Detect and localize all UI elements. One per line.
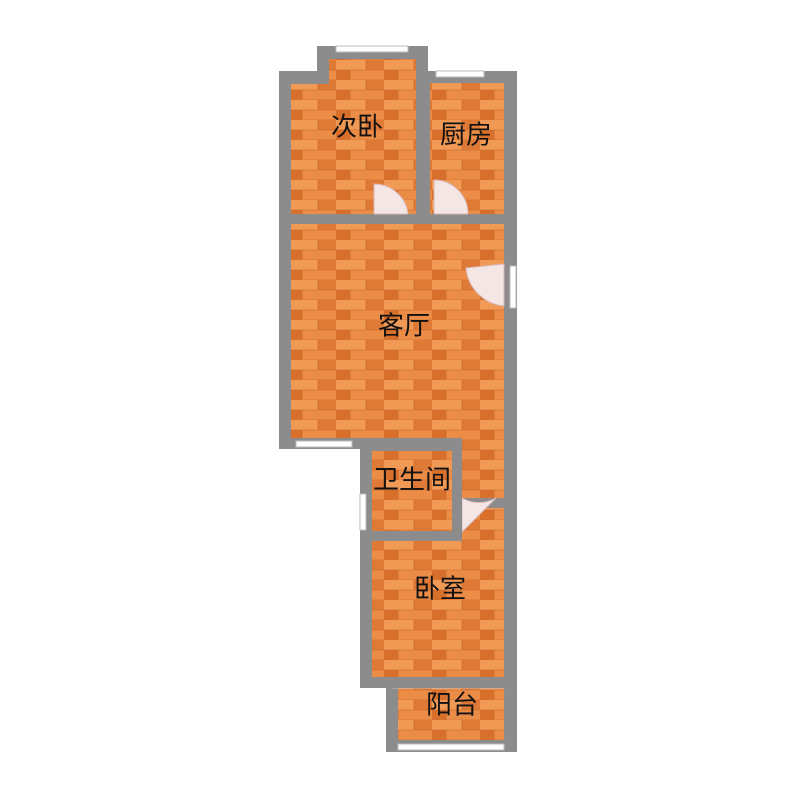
label-bedroom: 卧室 bbox=[414, 575, 466, 605]
floor-living-room bbox=[291, 224, 504, 438]
label-second-bedroom: 次卧 bbox=[331, 113, 383, 143]
floor-balcony bbox=[398, 688, 504, 740]
floors bbox=[291, 59, 504, 740]
label-living-room: 客厅 bbox=[378, 312, 430, 342]
window-bathroom bbox=[359, 493, 367, 531]
wall-bedroom-bottom bbox=[360, 677, 517, 688]
floor-second-bedroom bbox=[329, 59, 416, 84]
doors bbox=[373, 179, 505, 534]
window-second-bedroom bbox=[335, 45, 409, 53]
wall-bedroom-kitchen bbox=[416, 71, 430, 214]
floor-living-corridor bbox=[458, 438, 504, 498]
door-bedroom bbox=[461, 497, 497, 534]
label-bathroom: 卫生间 bbox=[373, 466, 451, 496]
label-balcony: 阳台 bbox=[426, 691, 478, 721]
wall-bath-top bbox=[360, 438, 458, 451]
interior-walls bbox=[279, 71, 517, 688]
door-living-right bbox=[465, 263, 505, 307]
wall-bath-right bbox=[452, 438, 462, 541]
wall-bath-bottom bbox=[360, 531, 462, 541]
floor-bedroom bbox=[372, 541, 504, 677]
window-living-right bbox=[509, 265, 517, 309]
window-balcony bbox=[397, 743, 505, 751]
door-kitchen bbox=[433, 179, 469, 215]
label-kitchen: 厨房 bbox=[440, 121, 492, 151]
wall-top-living-right bbox=[468, 214, 517, 224]
door-second-bedroom bbox=[373, 183, 409, 215]
wall-top-living bbox=[279, 214, 374, 224]
window-living-room bbox=[295, 440, 353, 448]
window-kitchen bbox=[435, 70, 485, 78]
wall-top-living-mid bbox=[408, 214, 434, 224]
floor-bathroom bbox=[372, 451, 452, 531]
room-labels: 次卧 厨房 客厅 卫生间 卧室 阳台 bbox=[331, 113, 492, 721]
